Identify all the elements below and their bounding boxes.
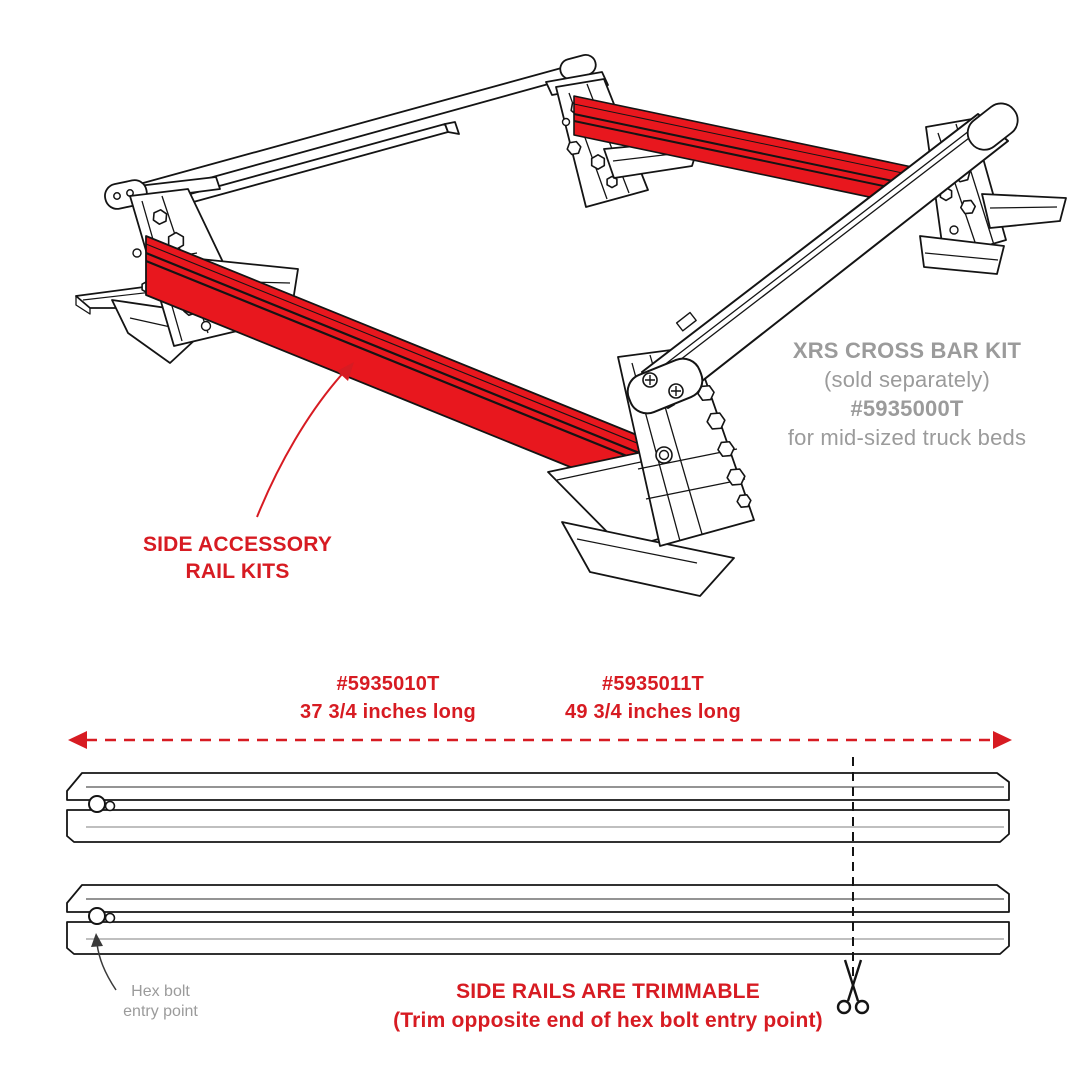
- hex-bolt: [88, 795, 116, 813]
- rail-option-2-part-number: #5935011T: [602, 673, 704, 695]
- dimension-arrow: [68, 731, 1012, 749]
- hex-bolt-note: Hex bolt entry point: [123, 983, 198, 1020]
- rail-option-2-length: 49 3/4 inches long: [565, 701, 741, 723]
- hex-bolt: [88, 907, 116, 925]
- side-rail-pointer-arrow: [256, 362, 354, 518]
- rear-cross-bar: [104, 54, 597, 216]
- rail-option-1-part-number: #5935010T: [336, 673, 440, 695]
- trim-note-title: SIDE RAILS ARE TRIMMABLE: [456, 980, 760, 1003]
- cross-bar-kit-availability: (sold separately): [823, 367, 991, 392]
- hex-bolt-pointer-arrow: [91, 933, 117, 991]
- cross-bar-kit-label: XRS CROSS BAR KIT (sold separately) #593…: [757, 336, 1057, 452]
- front-cross-bar: [626, 102, 1019, 415]
- cross-bar-kit-title: XRS CROSS BAR KIT: [792, 338, 1022, 363]
- side-rail-kit-label: SIDE ACCESSORY RAIL KITS: [142, 533, 333, 583]
- rail-option-2-label: #5935011T 49 3/4 inches long: [538, 670, 768, 726]
- scissors-icon: [836, 959, 870, 1015]
- trim-note: SIDE RAILS ARE TRIMMABLE (Trim opposite …: [358, 977, 858, 1035]
- side-rail-bottom: [66, 884, 1010, 955]
- trim-note-detail: (Trim opposite end of hex bolt entry poi…: [393, 1009, 823, 1032]
- cross-bar-kit-fitment: for mid-sized truck beds: [787, 425, 1027, 450]
- side-rail-top: [66, 772, 1010, 843]
- cross-bar-kit-part-number: #5935000T: [850, 396, 964, 421]
- rail-option-1-label: #5935010T 37 3/4 inches long: [273, 670, 503, 726]
- rail-option-1-length: 37 3/4 inches long: [300, 701, 476, 723]
- cut-line: [836, 757, 870, 1015]
